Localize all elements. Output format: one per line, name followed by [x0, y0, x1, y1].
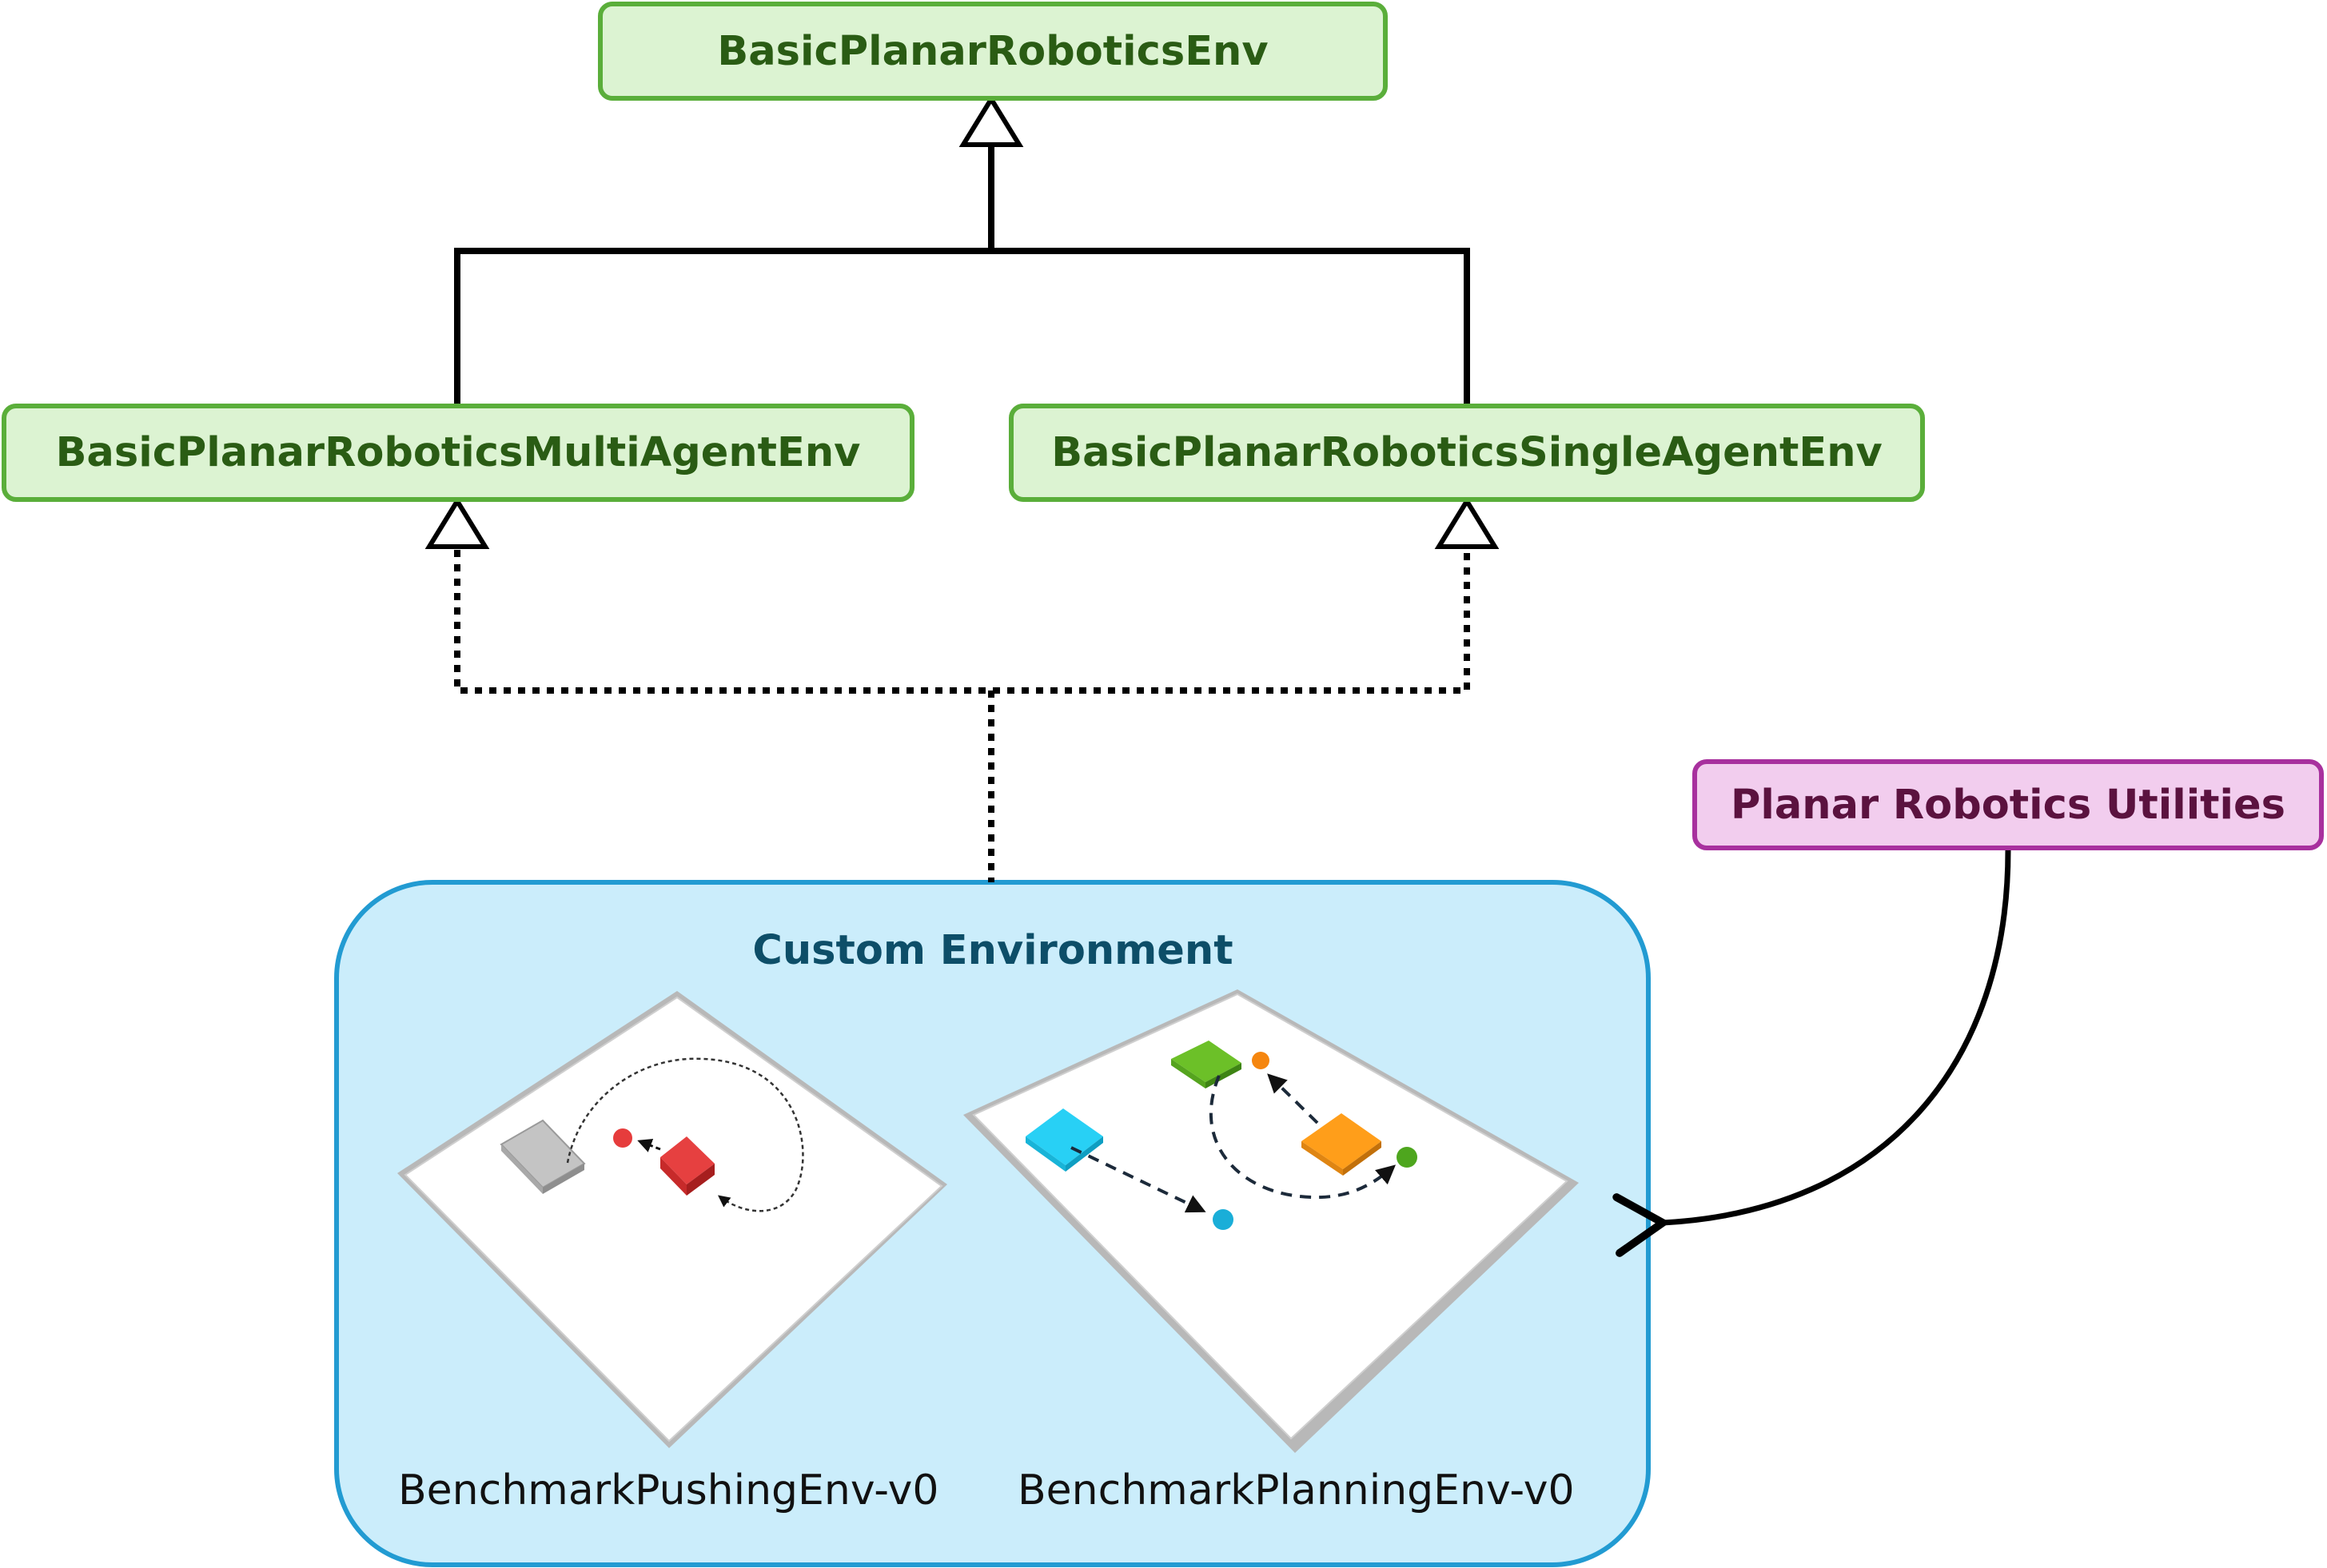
utilities-usage-arrow — [1612, 850, 2011, 1257]
planar-robotics-utilities-label: Planar Robotics Utilities — [1730, 781, 2285, 829]
pushing-env-illustration — [397, 991, 947, 1448]
green-goal-marker — [1397, 1147, 1417, 1168]
cyan-block — [1026, 1108, 1103, 1165]
realization-dotted-connector — [424, 496, 1500, 882]
multi-agent-env-node: BasicPlanarRoboticsMultiAgentEnv — [2, 404, 914, 502]
red-block — [660, 1136, 715, 1184]
realization-arrowhead-single — [1434, 496, 1500, 549]
custom-environment-title: Custom Environment — [752, 927, 1233, 974]
single-agent-env-label: BasicPlanarRoboticsSingleAgentEnv — [1051, 429, 1883, 476]
basic-planar-robotics-env-label: BasicPlanarRoboticsEnv — [717, 27, 1269, 75]
planning-env-illustration — [963, 989, 1579, 1453]
pushing-env-label: BenchmarkPushingEnv-v0 — [398, 1467, 939, 1514]
orange-goal-marker — [1252, 1052, 1269, 1069]
planning-env-label: BenchmarkPlanningEnv-v0 — [1018, 1467, 1575, 1514]
red-goal-marker — [613, 1128, 632, 1148]
generalization-arrowhead-base — [958, 94, 1024, 147]
inheritance-solid-connector — [454, 94, 1470, 404]
cyan-trajectory — [1070, 1146, 1206, 1213]
pushing-trajectory — [566, 1057, 804, 1212]
multi-agent-env-label: BasicPlanarRoboticsMultiAgentEnv — [55, 429, 861, 476]
green-block — [1171, 1041, 1241, 1082]
orange-block — [1301, 1113, 1381, 1169]
realization-arrowhead-multi — [424, 496, 490, 549]
planar-robotics-utilities-node: Planar Robotics Utilities — [1692, 759, 2324, 850]
green-trajectory — [1209, 1075, 1397, 1200]
cyan-goal-marker — [1213, 1209, 1233, 1230]
single-agent-env-node: BasicPlanarRoboticsSingleAgentEnv — [1009, 404, 1925, 502]
basic-planar-robotics-env-node: BasicPlanarRoboticsEnv — [598, 2, 1388, 101]
